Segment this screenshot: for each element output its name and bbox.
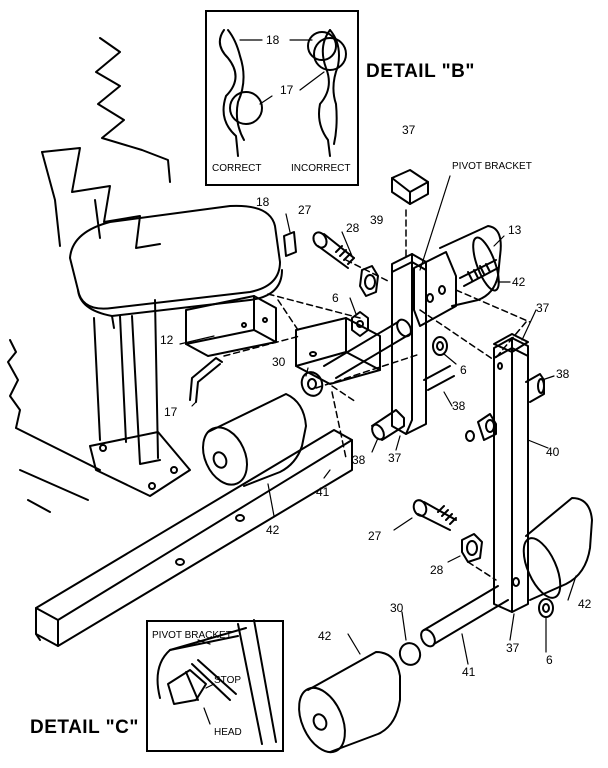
part-label-42-right-top: 42 — [512, 275, 526, 289]
nut-6-upper — [351, 311, 369, 337]
detail-b-part-18: 18 — [266, 33, 280, 47]
pivot-bracket-plate — [413, 251, 457, 327]
washer-30-upper — [300, 371, 324, 397]
detail-b-leaders — [239, 39, 325, 105]
nut-6-low — [538, 598, 554, 618]
detail-c-leaders — [197, 639, 215, 725]
stub-38-mid — [477, 413, 497, 441]
part-label-30-upper: 30 — [272, 355, 286, 369]
part-label-42-right-low: 42 — [578, 597, 592, 611]
part-label-41-upper: 41 — [316, 485, 330, 499]
pivot-bracket-label: PIVOT BRACKET — [452, 161, 532, 172]
detail-c-box — [146, 620, 284, 752]
detail-c-pivot-bracket-label: PIVOT BRACKET — [152, 630, 232, 641]
part-label-38-mid: 38 — [452, 399, 466, 413]
part-label-13: 13 — [508, 223, 522, 237]
part-label-17: 17 — [164, 405, 178, 419]
square-cap-top — [391, 169, 429, 205]
leader-lines — [179, 175, 577, 665]
nut-28-lower — [461, 533, 483, 563]
detail-c-drawing — [156, 619, 277, 745]
part-label-28-top: 28 — [346, 221, 360, 235]
bolt-27-lower — [412, 499, 457, 531]
roller-pad-bottom — [298, 651, 401, 754]
part-label-37-low: 37 — [506, 641, 520, 655]
upright-tube-40 — [493, 337, 529, 613]
part-label-6-mid: 6 — [460, 363, 467, 377]
part-label-41-low: 41 — [462, 665, 476, 679]
part-label-6-upper: 6 — [332, 291, 339, 305]
detail-b-incorrect-label: INCORRECT — [291, 163, 351, 174]
part-label-27-top: 27 — [298, 203, 312, 217]
roller-pad-lower-right — [522, 497, 593, 601]
part-label-37-right: 37 — [536, 301, 550, 315]
roller-pad-mid — [202, 393, 307, 487]
bolt-27-upper — [312, 231, 355, 269]
part-label-38-low: 38 — [352, 453, 366, 467]
part-label-42-bottom: 42 — [318, 629, 332, 643]
part-label-39: 39 — [370, 213, 384, 227]
detail-b-title: DETAIL "B" — [366, 61, 475, 82]
stub-lower-rod — [423, 365, 475, 442]
part-label-12: 12 — [160, 333, 174, 347]
detail-c-title: DETAIL "C" — [30, 717, 139, 738]
part-label-28-low: 28 — [430, 563, 444, 577]
part-label-40: 40 — [546, 445, 560, 459]
seat-pad — [69, 204, 283, 329]
main-frame-rail — [7, 339, 101, 513]
stub-38-left — [371, 409, 405, 441]
detail-b-box — [205, 10, 359, 186]
stub-38-right — [525, 373, 545, 403]
knob-18 — [283, 231, 297, 257]
upright-tube-39 — [391, 253, 427, 435]
detail-b-correct-label: CORRECT — [212, 163, 262, 174]
nut-6-mid — [432, 336, 448, 356]
nut-28-upper — [359, 265, 379, 297]
assembly-lines — [223, 209, 531, 581]
part-label-37-mid: 37 — [388, 451, 402, 465]
pin-17 — [189, 357, 223, 403]
part-label-37-top: 37 — [402, 123, 416, 137]
backrest-frame — [41, 37, 171, 249]
part-label-27-low: 27 — [368, 529, 382, 543]
bolt-13 — [459, 259, 499, 287]
part-label-38-right: 38 — [556, 367, 570, 381]
washer-30-lower — [398, 642, 422, 666]
seat-post — [89, 299, 191, 497]
roller-pad-upper — [439, 225, 502, 307]
part-label-18: 18 — [256, 195, 270, 209]
part-label-6-low: 6 — [546, 653, 553, 667]
detail-b-part-17: 17 — [280, 83, 294, 97]
axle-tube-upper — [323, 318, 412, 379]
part-label-42-mid: 42 — [266, 523, 280, 537]
square-cap-right — [493, 333, 529, 353]
detail-c-stop-label: STOP — [214, 675, 242, 686]
axle-tube-lower — [420, 585, 509, 648]
detail-b-drawing — [218, 29, 347, 157]
detail-c-head-label: HEAD — [214, 727, 242, 738]
front-crossbar — [35, 429, 353, 647]
part-label-30-low: 30 — [390, 601, 404, 615]
